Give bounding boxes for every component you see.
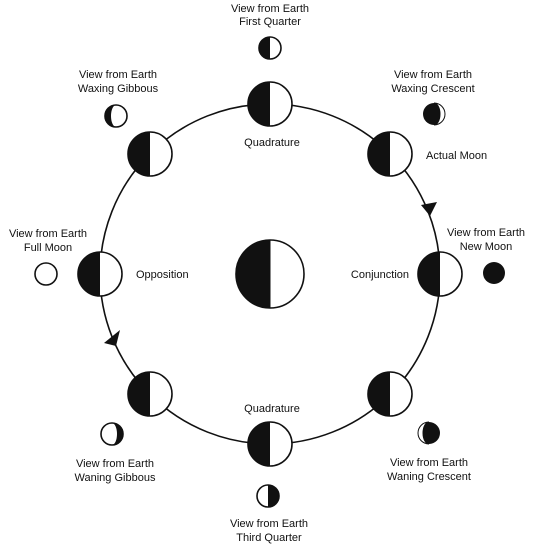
view-label-waxing-gibbous: View from Earth Waxing Gibbous xyxy=(78,69,159,95)
label-actual-moon: Actual Moon xyxy=(426,150,487,162)
svg-text:Waxing Gibbous: Waxing Gibbous xyxy=(78,83,159,95)
svg-text:View from Earth: View from Earth xyxy=(230,518,308,530)
view-moon-new-moon xyxy=(483,262,505,284)
view-moon-waxing-crescent xyxy=(423,102,446,126)
view-moon-third-quarter xyxy=(256,484,280,508)
svg-text:Waning Gibbous: Waning Gibbous xyxy=(75,472,156,484)
view-moon-waning-gibbous xyxy=(100,422,124,446)
svg-text:View from Earth: View from Earth xyxy=(390,457,468,469)
svg-text:First Quarter: First Quarter xyxy=(239,16,301,28)
view-label-waning-gibbous: View from Earth Waning Gibbous xyxy=(75,458,156,484)
orbit-moon-left xyxy=(77,251,123,297)
orbit-direction-arrow-left xyxy=(104,330,120,346)
view-moon-waning-crescent xyxy=(417,421,440,445)
svg-text:New Moon: New Moon xyxy=(460,241,513,253)
view-moon-full-moon xyxy=(34,262,58,286)
svg-text:Waxing Crescent: Waxing Crescent xyxy=(391,83,474,95)
svg-text:Full Moon: Full Moon xyxy=(24,242,72,254)
central-body xyxy=(235,239,305,309)
svg-text:View from Earth: View from Earth xyxy=(231,3,309,15)
orbit-moon-top-left xyxy=(127,131,173,177)
view-label-first-quarter: View from Earth First Quarter xyxy=(231,3,309,28)
orbit-moon-top xyxy=(247,81,293,127)
label-conjunction: Conjunction xyxy=(351,269,409,281)
view-label-full-moon: View from Earth Full Moon xyxy=(9,228,87,254)
label-quadrature-bottom: Quadrature xyxy=(244,403,300,415)
view-label-third-quarter: View from Earth Third Quarter xyxy=(230,518,308,544)
label-opposition: Opposition xyxy=(136,269,189,281)
view-label-waning-crescent: View from Earth Waning Crescent xyxy=(387,457,471,483)
svg-text:View from Earth: View from Earth xyxy=(76,458,154,470)
orbit-moon-bottom xyxy=(247,421,293,467)
orbit-moon-top-right xyxy=(367,131,413,177)
view-label-waxing-crescent: View from Earth Waxing Crescent xyxy=(391,69,474,95)
orbit-direction-arrow-right xyxy=(421,202,437,216)
svg-text:View from Earth: View from Earth xyxy=(79,69,157,81)
svg-text:View from Earth: View from Earth xyxy=(447,227,525,239)
view-label-new-moon: View from Earth New Moon xyxy=(447,227,525,253)
svg-text:View from Earth: View from Earth xyxy=(394,69,472,81)
svg-text:View from Earth: View from Earth xyxy=(9,228,87,240)
svg-text:Waning Crescent: Waning Crescent xyxy=(387,471,471,483)
orbit-moon-right xyxy=(417,251,463,297)
orbit-moon-bottom-right xyxy=(367,371,413,417)
view-moon-waxing-gibbous xyxy=(104,104,128,128)
label-quadrature-top: Quadrature xyxy=(244,137,300,149)
svg-text:Third Quarter: Third Quarter xyxy=(236,532,302,544)
view-moon-first-quarter xyxy=(258,36,282,60)
orbit-moon-bottom-left xyxy=(127,371,173,417)
